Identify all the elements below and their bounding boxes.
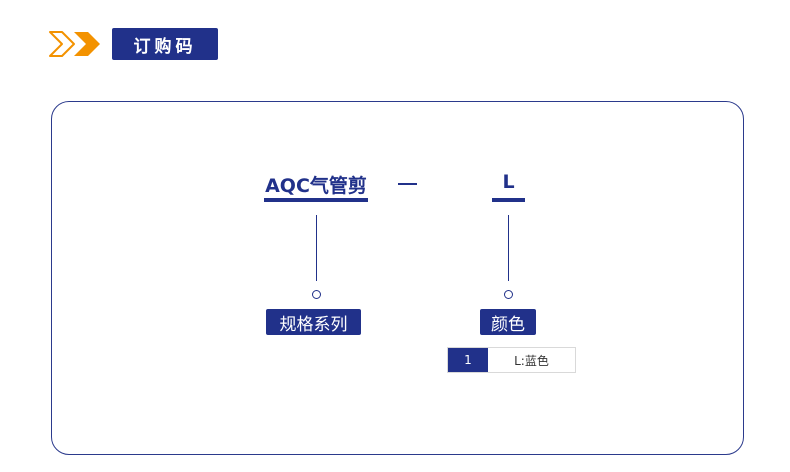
connector-dot-series [312,290,321,299]
connector-dot-color [504,290,513,299]
product-name: AQC气管剪 [265,175,367,197]
order-code-card [51,101,744,455]
field-label-color: 颜色 [480,309,536,335]
field-label-series: 规格系列 [266,309,361,335]
connector-line-color [508,215,509,281]
color-option-value: L:蓝色 [514,353,549,368]
suffix-code: L [502,171,515,193]
product-name-underline [264,198,368,202]
color-option-key: 1 [448,348,488,372]
connector-line-series [316,215,317,281]
suffix-code-underline [492,198,525,202]
section-title: 订购码 [112,28,218,60]
color-option-row: 1 L:蓝色 [447,347,576,373]
separator-dash [398,183,417,185]
double-chevron-right-icon [49,31,100,57]
